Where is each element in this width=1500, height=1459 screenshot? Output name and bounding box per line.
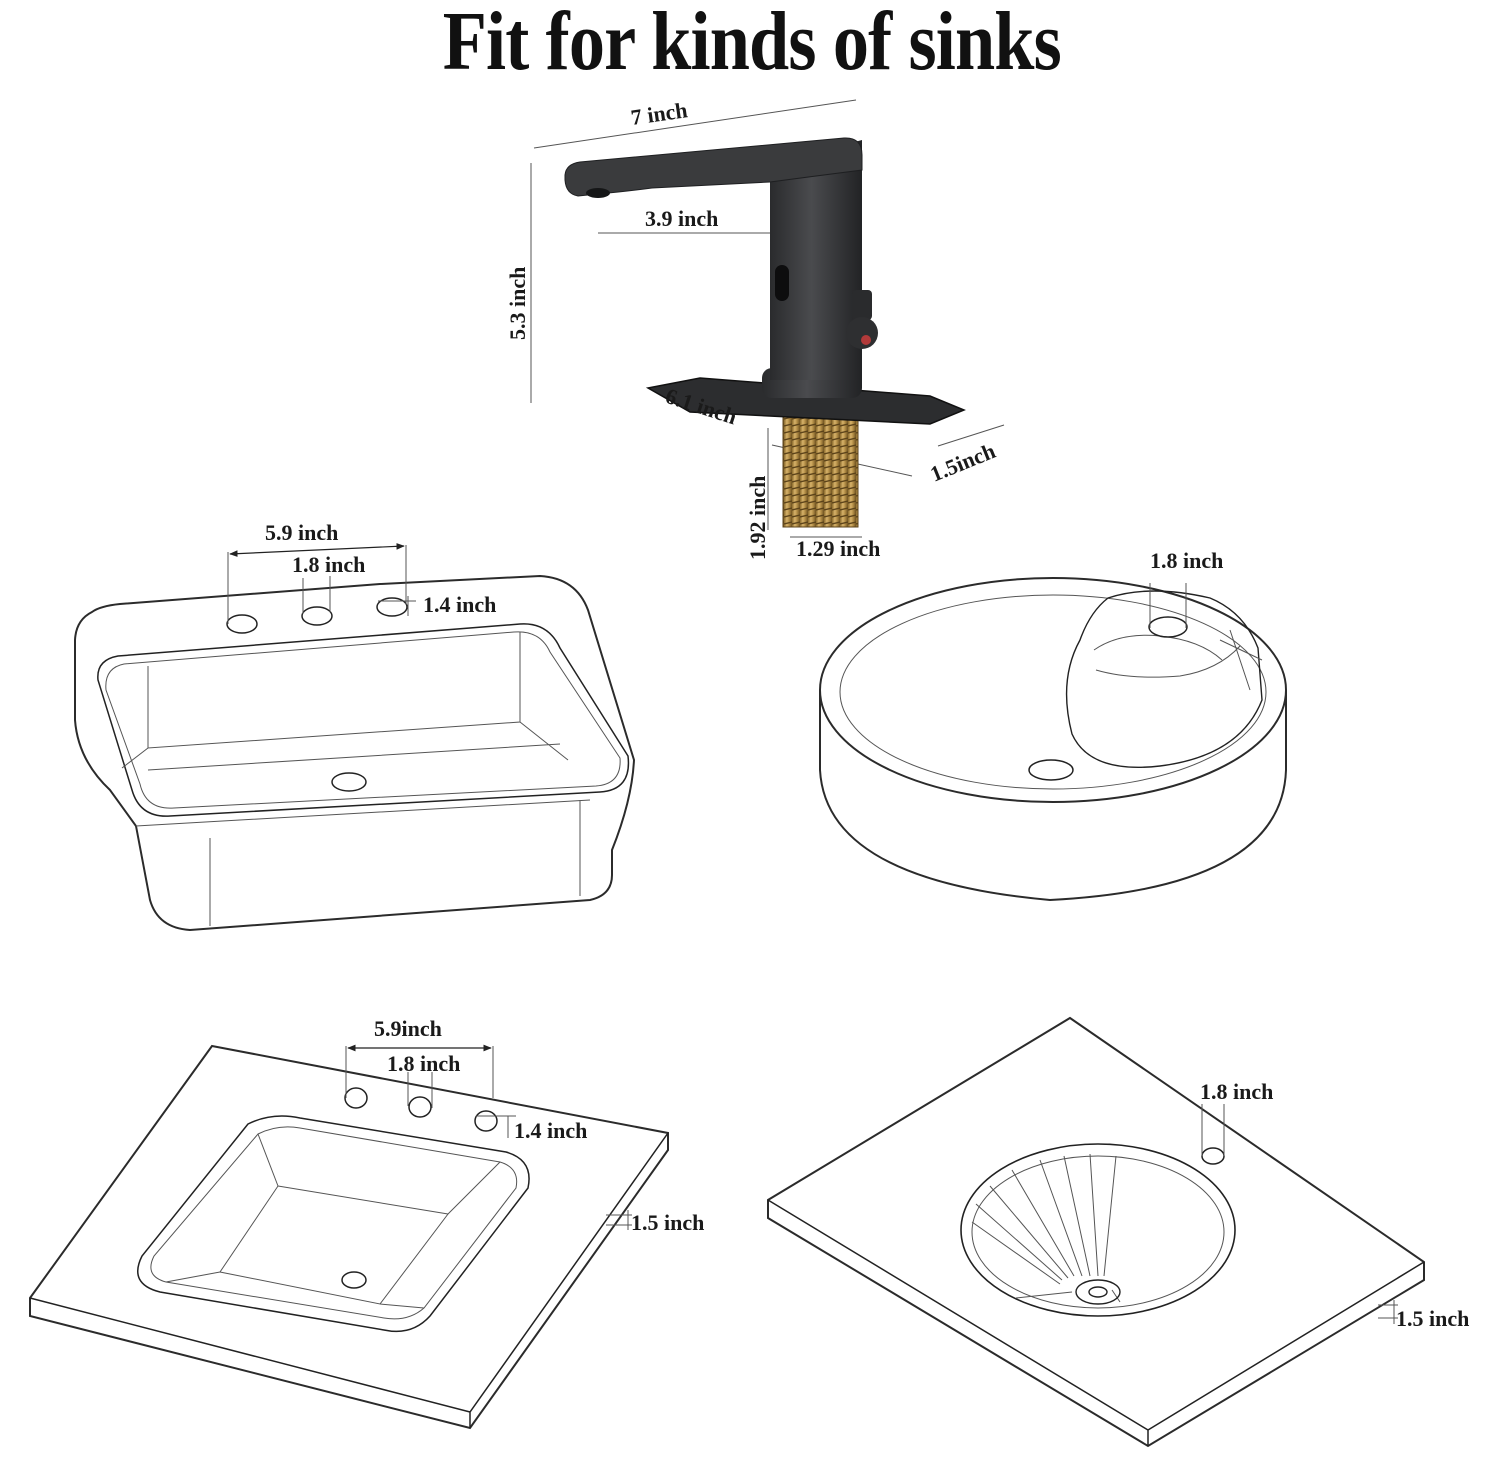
round-sink-drain-icon [1028, 759, 1074, 781]
rect-sink-hole-right-icon [376, 597, 408, 617]
faucet-height-label: 5.3 inch [505, 267, 530, 340]
square-top-thickness-label: 1.5 inch [631, 1210, 704, 1235]
square-top-spread-label: 5.9inch [374, 1016, 442, 1041]
round-sink-hole-label: 1.8 inch [1150, 548, 1223, 573]
round-vessel-sink: 1.8 inch [819, 548, 1287, 902]
faucet-spout-icon [564, 137, 863, 197]
shank-diameter-label: 1.29 inch [796, 536, 880, 561]
rect-sink-hole-left-icon [226, 614, 258, 634]
square-top-hole-right-icon [474, 1110, 498, 1132]
faucet-width-label: 7 inch [629, 97, 689, 130]
rect-sink-hole-label: 1.4 inch [423, 592, 496, 617]
rect-sink-spread-label: 5.9 inch [265, 520, 338, 545]
faucet-illustration: 7 inch 3.9 inch 5.3 inch 6.1 inch 1.5inc… [505, 97, 1005, 561]
square-vanity-top: 5.9inch 1.8 inch 1.4 inch 1.5 inch [29, 1016, 704, 1430]
plate-width-dimension-line [937, 424, 1005, 447]
oval-top-thickness-label: 1.5 inch [1396, 1306, 1469, 1331]
rect-sink-hole-center-icon [301, 606, 333, 626]
square-top-hole-left-icon [344, 1087, 368, 1109]
rectangular-vessel-sink: 5.9 inch 1.8 inch 1.4 inch [74, 520, 636, 932]
deck-plate-icon [645, 377, 966, 425]
temperature-knob-icon [846, 290, 878, 349]
threaded-shank-icon [782, 414, 859, 528]
shank-length-label: 1.92 inch [745, 476, 770, 560]
spout-reach-label: 3.9 inch [645, 206, 718, 231]
faucet-body-icon [770, 140, 862, 380]
round-sink-hole-icon [1148, 616, 1188, 638]
rect-sink-spacing-label: 1.8 inch [292, 552, 365, 577]
oval-top-hole-label: 1.8 inch [1200, 1079, 1273, 1104]
square-top-hole-center-icon [408, 1096, 432, 1118]
spout-outlet-icon [586, 188, 610, 198]
oval-top-drain-icon [1088, 1286, 1108, 1298]
faucet-width-dimension-line [533, 99, 857, 149]
square-top-hole-label: 1.4 inch [514, 1118, 587, 1143]
square-top-drain-icon [341, 1271, 367, 1289]
oval-vanity-top: 1.8 inch 1.5 inch [767, 1016, 1469, 1448]
oval-top-drain-outer-icon [1075, 1279, 1121, 1305]
page-title: Fit for kinds of sinks [442, 0, 1062, 88]
motion-sensor-icon [775, 265, 789, 301]
plate-width-label: 1.5inch [927, 438, 999, 487]
rect-sink-drain-icon [331, 772, 367, 792]
square-top-spacing-label: 1.8 inch [387, 1051, 460, 1076]
